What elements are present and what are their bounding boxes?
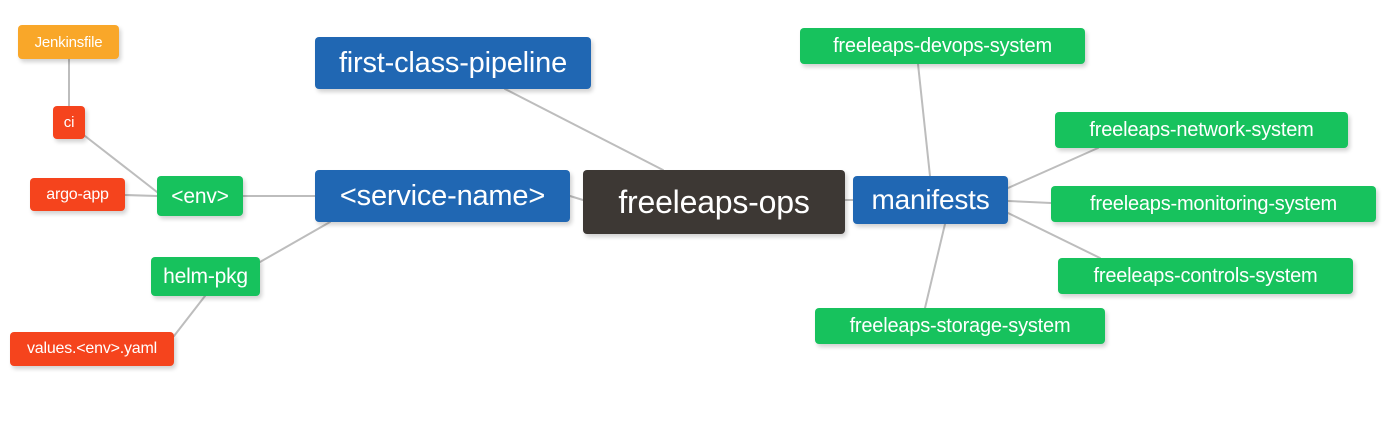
mindmap-edge-manifests-to-devops <box>917 63 931 177</box>
mindmap-edge-manifests-to-controls <box>1007 212 1101 259</box>
mindmap-node-values-yaml[interactable]: values.<env>.yaml <box>10 332 174 366</box>
mindmap-node-argo-app[interactable]: argo-app <box>30 178 125 211</box>
mindmap-edge-ci-to-env <box>84 135 158 193</box>
mindmap-edge-first-class-to-freeleaps-ops <box>504 88 664 171</box>
mindmap-edge-service-name-to-freeleaps-ops <box>569 195 584 201</box>
mindmap-node-storage[interactable]: freeleaps-storage-system <box>815 308 1105 344</box>
mindmap-node-devops[interactable]: freeleaps-devops-system <box>800 28 1085 64</box>
mindmap-node-manifests[interactable]: manifests <box>853 176 1008 224</box>
mindmap-edge-helm-pkg-to-service-name <box>259 221 331 263</box>
mindmap-node-ci[interactable]: ci <box>53 106 85 139</box>
mindmap-edge-manifests-to-storage <box>924 223 946 309</box>
mindmap-edge-values-yaml-to-helm-pkg <box>173 295 206 337</box>
mindmap-node-freeleaps-ops[interactable]: freeleaps-ops <box>583 170 845 234</box>
mindmap-node-first-class[interactable]: first-class-pipeline <box>315 37 591 89</box>
mindmap-node-network[interactable]: freeleaps-network-system <box>1055 112 1348 148</box>
mindmap-node-jenkinsfile[interactable]: Jenkinsfile <box>18 25 119 59</box>
mindmap-node-service-name[interactable]: <service-name> <box>315 170 570 222</box>
mindmap-edge-manifests-to-monitoring <box>1007 200 1052 204</box>
mindmap-edge-argo-app-to-env <box>124 194 158 197</box>
mindmap-node-controls[interactable]: freeleaps-controls-system <box>1058 258 1353 294</box>
mindmap-node-helm-pkg[interactable]: helm-pkg <box>151 257 260 296</box>
mindmap-edge-manifests-to-network <box>1007 147 1099 189</box>
mindmap-node-env[interactable]: <env> <box>157 176 243 216</box>
mindmap-node-monitoring[interactable]: freeleaps-monitoring-system <box>1051 186 1376 222</box>
